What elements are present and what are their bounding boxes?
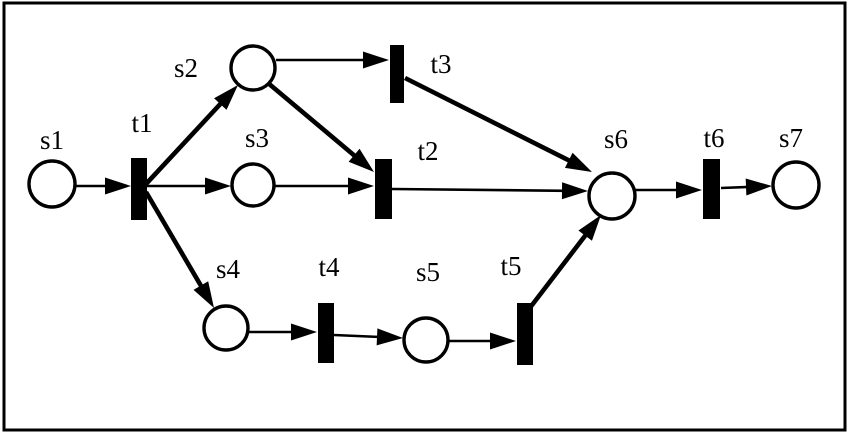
place-s3 [230, 162, 276, 208]
place-label-s1: s1 [40, 125, 64, 155]
arc-arrowhead-s6-t6 [676, 181, 702, 199]
arc-line-s2-t2 [266, 81, 358, 159]
arc-arrowhead-t2-s6 [561, 182, 588, 200]
arc-arrowhead-s4-t4 [291, 323, 317, 341]
arc-arrowhead-t1-s4 [193, 281, 214, 308]
arc-arrowhead-s2-t2 [348, 148, 374, 172]
arc-line-t2-s6 [391, 187, 566, 193]
place-label-s7: s7 [779, 123, 803, 153]
place-s5 [402, 316, 450, 364]
transition-t5 [517, 303, 533, 365]
transition-label-t4: t4 [318, 252, 340, 282]
transition-label-t3: t3 [430, 49, 451, 79]
arc-arrowhead-s2-t3 [363, 51, 389, 69]
arc-arrowhead-t5-s6 [578, 215, 601, 241]
transition-t3 [390, 45, 404, 103]
place-s2 [229, 44, 277, 92]
transition-label-t5: t5 [500, 251, 521, 281]
place-label-s3: s3 [245, 123, 269, 153]
arc-arrowhead-t6-s7 [745, 178, 772, 196]
place-label-s6: s6 [604, 124, 628, 154]
arc-line-t1-s2 [144, 100, 225, 186]
place-label-s2: s2 [174, 53, 198, 83]
transition-t6 [703, 159, 720, 219]
arc-arrowhead-s5-t5 [490, 332, 516, 350]
arc-arrowhead-t3-s6 [564, 152, 592, 172]
transition-t2 [375, 159, 392, 219]
transition-t4 [318, 303, 334, 363]
transition-label-t2: t2 [417, 136, 438, 166]
arc-line-t3-s6 [403, 75, 573, 164]
place-s7 [771, 160, 821, 210]
arc-line-t1-s4 [144, 190, 205, 290]
transition-label-t1: t1 [131, 108, 152, 138]
arc-arrowhead-t4-s5 [376, 328, 403, 346]
arc-arrowhead-s1-t1 [105, 177, 131, 195]
arc-arrowhead-t1-s3 [205, 177, 231, 195]
transition-t1 [131, 158, 147, 220]
arc-arrowhead-s3-t2 [348, 177, 374, 195]
arc-arrowhead-t1-s2 [214, 85, 238, 110]
arc-line-t4-s5 [333, 333, 381, 339]
transition-label-t6: t6 [703, 123, 724, 153]
arc-line-t6-s7 [720, 185, 750, 190]
place-s4 [202, 304, 250, 352]
place-label-s5: s5 [416, 257, 440, 287]
place-label-s4: s4 [216, 254, 241, 284]
place-s6 [587, 171, 637, 221]
arc-line-t5-s6 [527, 231, 589, 311]
place-s1 [27, 159, 77, 209]
